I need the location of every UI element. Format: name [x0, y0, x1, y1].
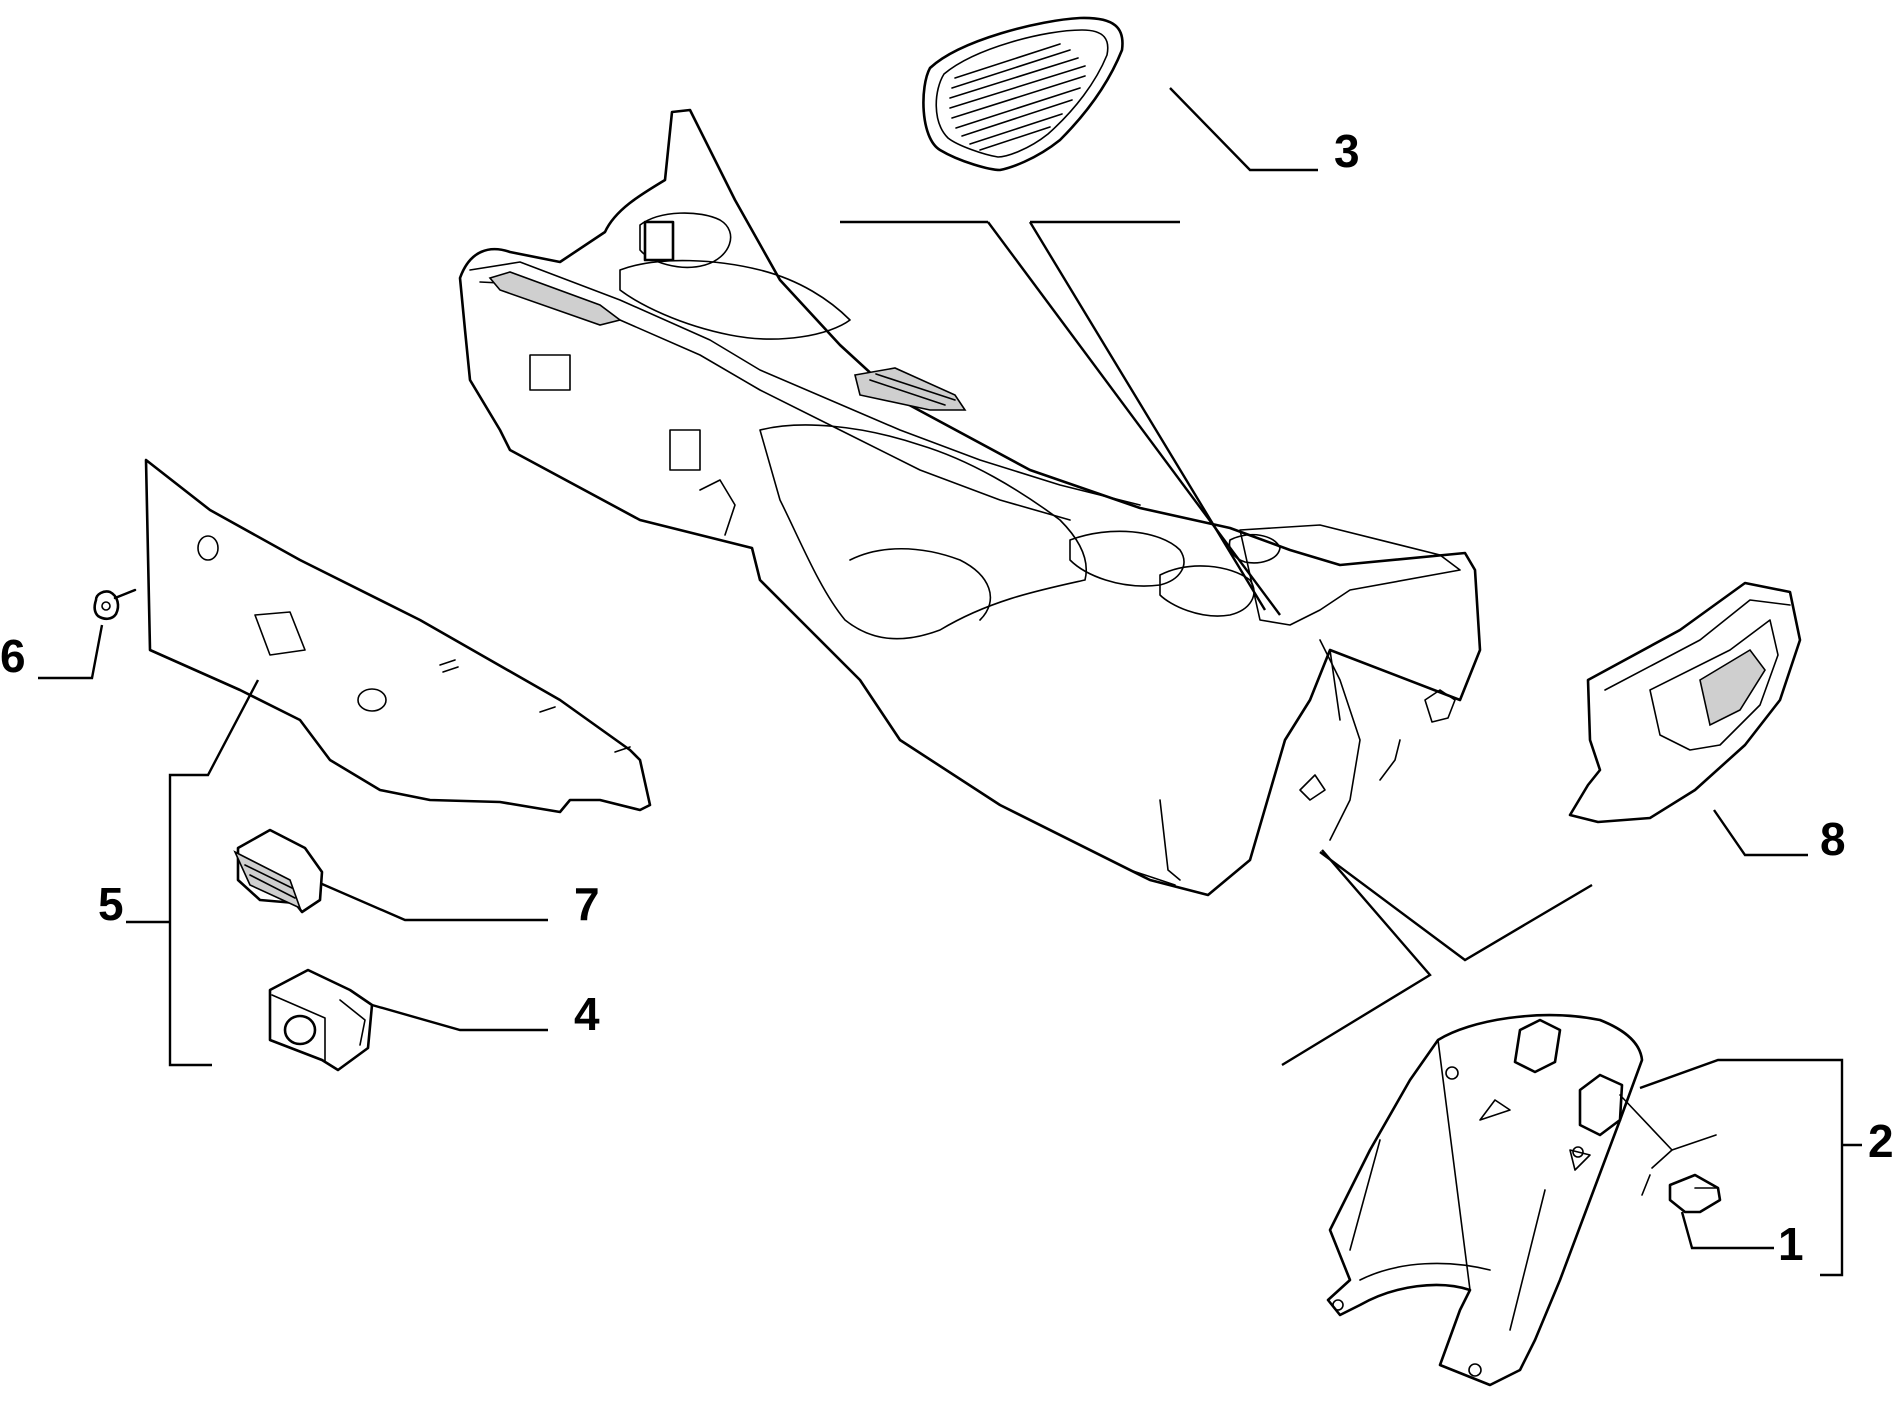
rear-cupholder [1568, 581, 1802, 824]
side-panel [144, 458, 652, 814]
leader-7 [321, 882, 548, 922]
socket-insert [268, 968, 374, 1072]
callout-1: 1 [1778, 1218, 1804, 1270]
rear-cover [1326, 1013, 1644, 1387]
leader-1 [1680, 1211, 1774, 1250]
switch-insert [233, 828, 324, 914]
callout-5: 5 [98, 878, 124, 930]
leader-8 [1713, 809, 1808, 857]
callout-4: 4 [574, 988, 600, 1040]
callout-8: 8 [1820, 813, 1846, 865]
leader-4 [371, 1003, 548, 1032]
clip [1668, 1173, 1722, 1214]
callout-3: 3 [1334, 125, 1360, 177]
callout-6: 6 [0, 630, 26, 682]
clip-guide [1619, 1094, 1673, 1169]
callout-7: 7 [574, 878, 600, 930]
center-console [458, 108, 1482, 897]
section-lines [840, 220, 1593, 1067]
leader-2 [1639, 1058, 1844, 1277]
leader-6 [38, 624, 104, 680]
callout-2: 2 [1868, 1115, 1894, 1167]
leader-5 [168, 679, 260, 1067]
screw [93, 588, 137, 621]
leader-3 [1169, 87, 1318, 172]
ribbed-mat [922, 16, 1124, 172]
